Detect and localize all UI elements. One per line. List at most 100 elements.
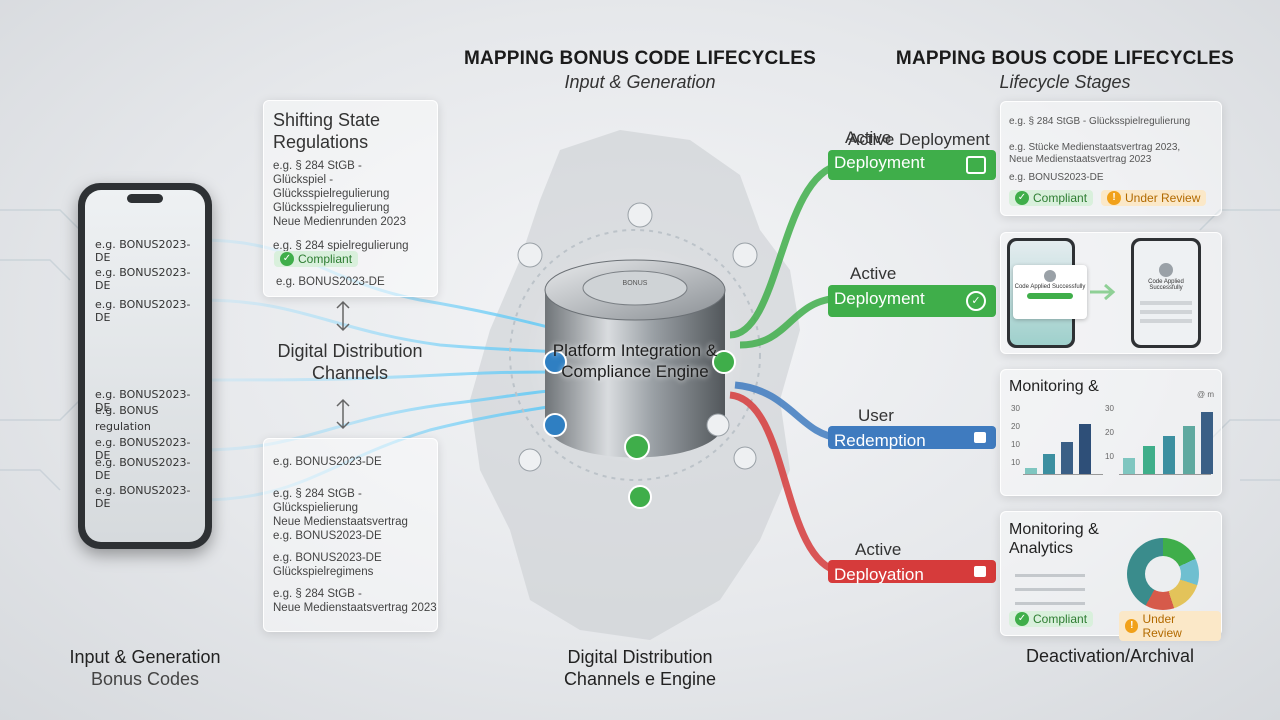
phone-code-item: e.g. BONUS2023-DE [95,456,191,482]
right-title: MAPPING BOUS CODE LIFECYCLES [895,48,1235,69]
axis-tick: 10 [1105,452,1114,461]
code-card: e.g. BONUS2023-DE e.g. § 284 StGB - Glüc… [263,438,438,632]
redemption-card: Code Applied Successfully Code Applied S… [1000,232,1222,354]
bar-chart-left [1023,410,1103,475]
code-line: Glückspielregimens [273,566,374,578]
stage-label-line1: User [858,406,894,425]
footer-left-line2: Bonus Codes [90,669,200,689]
donut-chart [1127,538,1199,610]
engine-plate: BONUS [622,280,648,287]
stage-label-line1: Active [850,264,897,283]
reg-line: Glücksspielregulierung [273,202,390,214]
code-line: Neue Medienstaatsvertrag [273,516,408,528]
ok-button[interactable] [1027,293,1073,299]
phone-code-item: e.g. BONUS2023-DE [95,298,191,324]
analytics-card: Monitoring & Analytics ✓Compliant !Under… [1000,511,1222,641]
bar [1123,458,1135,474]
compliant-badge: ✓Compliant [1009,190,1094,206]
status-card: e.g. § 284 StGB - Glücksspielregulierung… [1000,101,1222,216]
review-badge: !Under Review [1101,190,1207,206]
status-line: e.g. Stücke Medienstaatsvertrag 2023, [1009,142,1181,153]
code-line: e.g. § 284 StGB - [273,588,362,600]
reg-code: e.g. BONUS2023-DE [276,276,385,288]
phone-code-item: e.g. BONUS2023-DE [95,484,191,510]
footer-center: Digital Distribution Channels e Engine [530,646,750,690]
applied-text: Code Applied Successfully [1148,279,1184,291]
phone-code-item: e.g. BONUS2023-DE [95,388,191,414]
wire-green-top [729,161,841,339]
axis-tick: 20 [1105,428,1114,437]
axis-tick: 30 [1105,404,1114,413]
code-line: e.g. BONUS2023-DE [273,552,382,564]
wire-red [729,391,842,576]
lock-icon [974,566,986,577]
bar [1163,436,1175,474]
code-line: e.g. BONUS2023-DE [273,456,382,468]
reg-line: e.g. § 284 StGB - [273,160,362,172]
footer-left-line1: Input & Generation [69,647,221,667]
phone-code-item: regulation [95,420,151,433]
reg-line: Glückspiel - Glücksspielregulierung [273,174,390,200]
wire-blue [734,381,841,442]
bar [1143,446,1155,474]
phone-code-item: e.g. BONUS [95,404,159,417]
center-subtitle: Input & Generation [564,72,716,92]
regulations-card: Shifting State Regulations e.g. § 284 St… [263,100,438,297]
stage-label-line2: Deployment [834,153,925,172]
vertical-arrows [336,300,350,430]
footer-left: Input & Generation Bonus Codes [40,646,250,690]
warning-icon: ! [1107,191,1121,205]
right-subtitle: Lifecycle Stages [999,72,1131,92]
code-line: Glückspielierung [273,502,359,514]
check-icon: ✓ [280,252,294,266]
check-icon: ✓ [966,291,986,311]
compliant-badge: ✓Compliant [274,251,359,267]
applied-text: Code Applied Successfully [1014,284,1086,290]
code-line: e.g. BONUS2023-DE [273,530,382,542]
applied-arrow [1090,283,1116,301]
code-line: Neue Medienstaatsvertrag 2023 [273,602,437,614]
engine-cylinder [544,259,726,458]
axis-tick: 10 [1011,458,1020,467]
axis-tick: 30 [1011,404,1020,413]
bar [1043,454,1055,474]
center-title: MAPPING BONUS CODE LIFECYCLES [463,48,817,69]
stage-label-line1: Active [845,128,892,147]
check-icon: ✓ [1015,612,1029,626]
stage-label-line1: Active [855,540,902,559]
reg-line: e.g. § 284 spielregulierung [273,240,409,252]
analytics-title: Monitoring & Analytics [1009,521,1099,557]
stage-1-pipe: Active Deployment [828,150,996,180]
phone-notch [127,194,163,203]
status-line: e.g. § 284 StGB - Glücksspielregulierung [1009,116,1191,127]
bar [1079,424,1091,474]
monitoring-card: Monitoring & 30 20 10 10 30 20 10 @ m [1000,369,1222,496]
orbit-icons [517,202,758,509]
phone-code-item: e.g. BONUS2023-DE [95,266,191,292]
engine-ring [509,229,761,481]
lock-open-icon [966,156,986,174]
applied-dialog-left: Code Applied Successfully [1013,265,1087,319]
status-line: e.g. BONUS2023-DE [1009,172,1104,183]
bar-chart-right [1119,406,1213,475]
mini-phone-right: Code Applied Successfully [1131,238,1201,348]
stage-label-line2: Deployment [834,289,925,308]
bar [1061,442,1073,474]
stage-label-line2: Deployation [834,565,924,584]
channels-label: Digital Distribution Channels [277,341,423,383]
bar [1183,426,1195,474]
avatar-icon [1159,263,1173,277]
code-line: e.g. § 284 StGB - [273,488,362,500]
stage-label-line2: Redemption [834,431,926,450]
bar [1201,412,1213,474]
stage-2-pipe: ✓ [828,285,996,317]
wire-green-mid [739,294,841,349]
footer-right: Deactivation/Archival [1025,646,1195,666]
footer-center-line1: Digital Distribution [567,647,713,667]
engine-label: Platform Integration & Compliance Engine [552,341,718,381]
reg-line: Neue Medienrunden 2023 [273,216,406,228]
lock-icon [974,432,986,443]
